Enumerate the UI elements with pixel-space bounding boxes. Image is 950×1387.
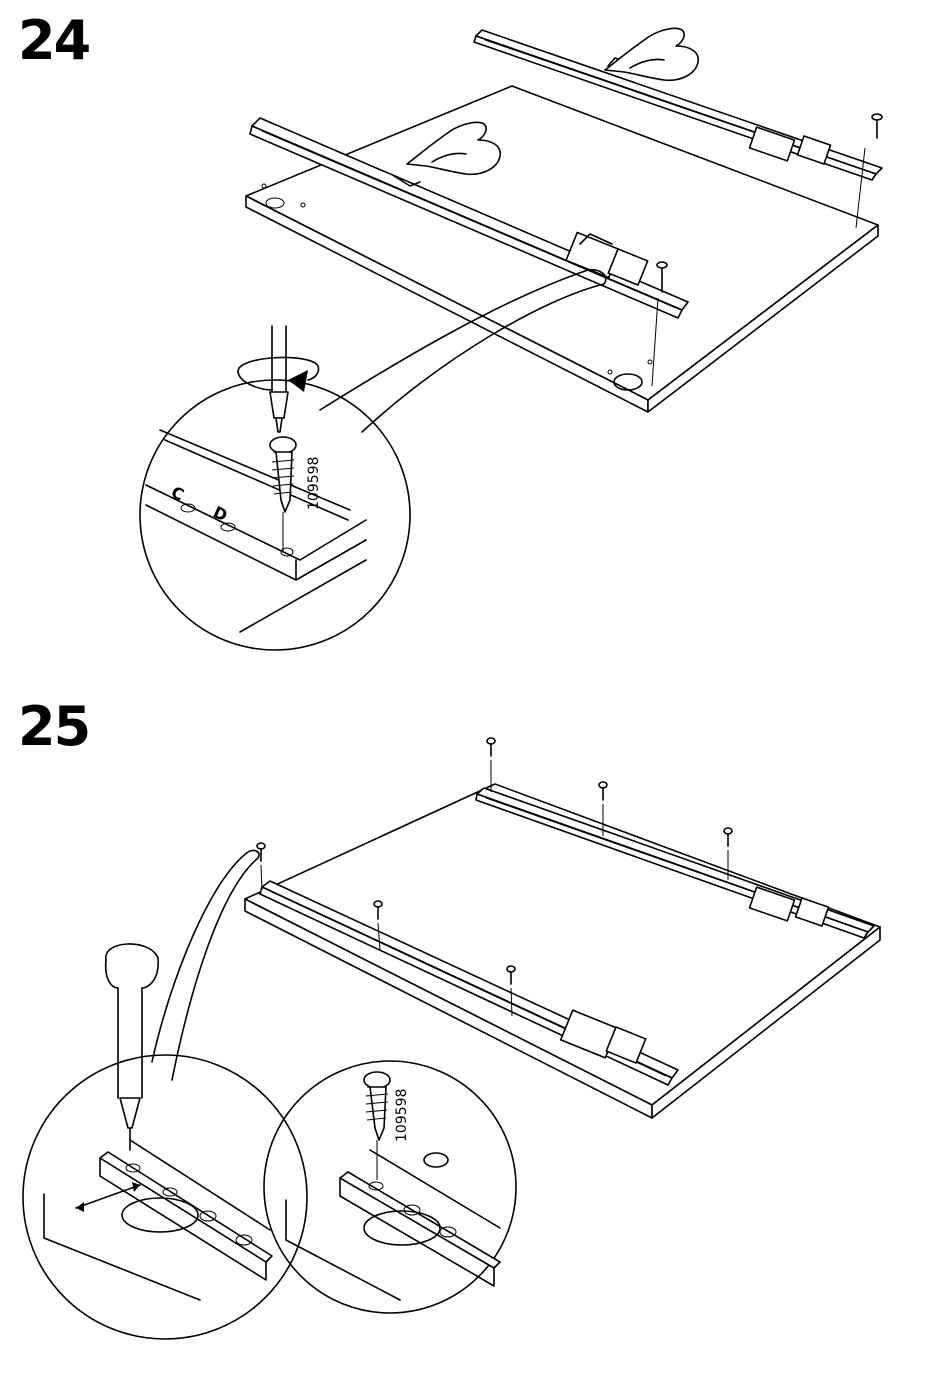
detail-circle-25-left [23,944,307,1339]
screw-25-4 [257,843,265,890]
hand-press-icon-back [605,28,698,80]
hole-letter-c: C [168,482,187,504]
part-number-25: 109598 [394,1089,410,1142]
detail-circle-25-right: 109598 [264,1061,516,1313]
screwdriver-24 [238,326,319,432]
hole-letter-d: D [210,502,230,525]
zoom-leader-25 [152,850,259,1080]
step-25-illustration: 109598 [23,738,880,1339]
part-number-24: 109598 [306,457,322,510]
screw-24-detail: 109598 [270,437,322,552]
step-24-illustration: C D 109598 [140,28,882,650]
panel-25 [245,784,880,1118]
detail-circle-24: C D [140,380,410,650]
